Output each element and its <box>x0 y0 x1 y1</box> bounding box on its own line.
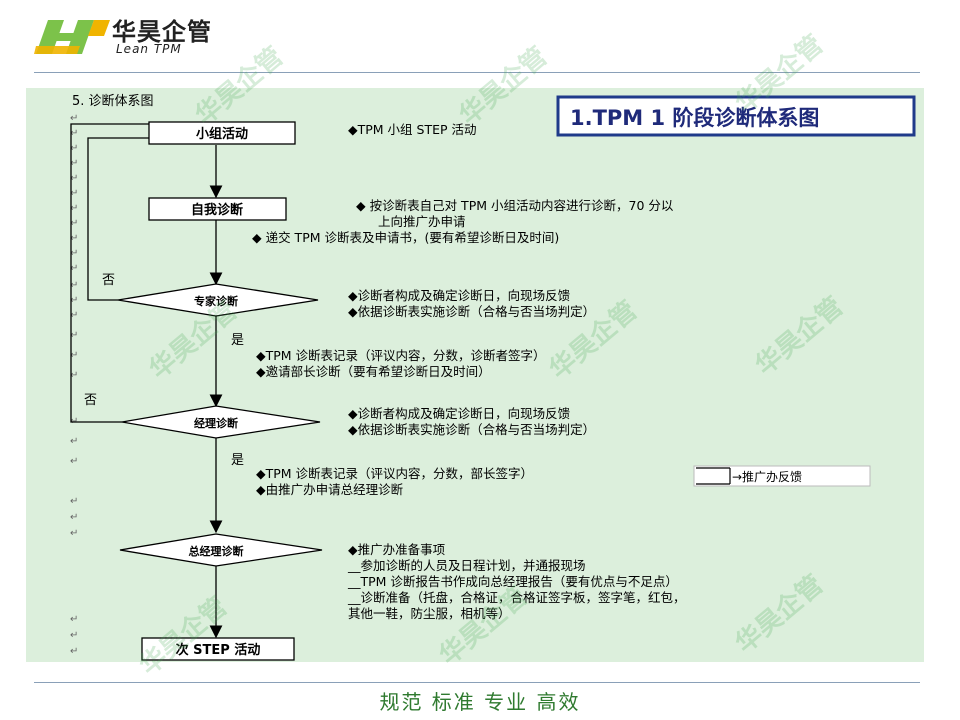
note-8e: 其他一鞋，防尘服，相机等） <box>348 606 511 621</box>
svg-text:↵: ↵ <box>70 512 78 523</box>
svg-text:↵: ↵ <box>70 280 78 291</box>
node-next-step: 次 STEP 活动 <box>141 637 295 661</box>
svg-text:↵: ↵ <box>70 646 78 657</box>
note-5a: ◆TPM 诊断表记录（评议内容，分数，诊断者签字） <box>256 348 546 363</box>
node-manager-diagnosis: 经理诊断 <box>121 405 321 439</box>
svg-text:次 STEP 活动: 次 STEP 活动 <box>176 642 261 658</box>
svg-text:↵: ↵ <box>70 158 78 169</box>
svg-text:↵: ↵ <box>70 456 78 467</box>
header-divider <box>34 72 920 73</box>
logo-chinese-text: 华昊企管 <box>112 18 212 46</box>
diagram-panel <box>26 88 924 662</box>
note-7b: ◆由推广办申请总经理诊断 <box>256 482 403 497</box>
note-8b: __参加诊断的人员及日程计划，并通报现场 <box>347 558 586 573</box>
svg-text:↵: ↵ <box>70 218 78 229</box>
svg-text:↵: ↵ <box>70 614 78 625</box>
note-4a: ◆诊断者构成及确定诊断日，向现场反馈 <box>348 288 570 303</box>
svg-text:↵: ↵ <box>70 263 78 274</box>
node-self-diagnosis: 自我诊断 <box>148 197 287 221</box>
title-box <box>556 95 916 137</box>
svg-text:↵: ↵ <box>70 496 78 507</box>
svg-text:↵: ↵ <box>70 370 78 381</box>
loop-lines <box>70 123 149 423</box>
svg-text:自我诊断: 自我诊断 <box>191 202 243 218</box>
footer-slogan: 规范 标准 专业 高效 <box>379 690 581 714</box>
svg-text:↵: ↵ <box>70 436 78 447</box>
label-yes-1: 是 <box>231 333 244 348</box>
svg-text:↵: ↵ <box>70 203 78 214</box>
section-heading: 5. 诊断体系图 <box>72 94 154 109</box>
svg-text:↵: ↵ <box>70 630 78 641</box>
footer-divider <box>34 682 920 683</box>
note-4b: ◆依据诊断表实施诊断（合格与否当场判定） <box>348 304 595 319</box>
svg-text:经理诊断: 经理诊断 <box>194 416 238 430</box>
note-8d: __诊断准备（托盘，合格证，合格证签字板，签字笔，红包， <box>347 590 686 605</box>
feedback-label: →推广办反馈 <box>732 469 802 484</box>
feedback-box: →推广办反馈 <box>693 465 871 487</box>
note-2b: 上向推广办申请 <box>378 214 466 229</box>
node-expert-diagnosis: 专家诊断 <box>117 283 319 317</box>
note-8c: __TPM 诊断报告书作成向总经理报告（要有优点与不足点） <box>347 574 678 589</box>
note-6a: ◆诊断者构成及确定诊断日，向现场反馈 <box>348 406 570 421</box>
note-8a: ◆推广办准备事项 <box>348 542 445 557</box>
label-no-2: 否 <box>84 393 97 408</box>
diagram-title: 1.TPM 1 阶段诊断体系图 <box>570 106 819 130</box>
svg-text:↵: ↵ <box>70 233 78 244</box>
svg-text:小组活动: 小组活动 <box>196 126 248 142</box>
svg-text:↵: ↵ <box>70 188 78 199</box>
node-group-activity: 小组活动 <box>148 121 296 145</box>
svg-text:↵: ↵ <box>70 295 78 306</box>
label-yes-2: 是 <box>231 453 244 468</box>
svg-text:↵: ↵ <box>70 128 78 139</box>
node-gm-diagnosis: 总经理诊断 <box>119 533 323 567</box>
note-7a: ◆TPM 诊断表记录（评议内容，分数，部长签字） <box>256 466 533 481</box>
note-5b: ◆邀请部长诊断（要有希望诊断日及时间） <box>256 364 491 379</box>
note-2a: ◆ 按诊断表自己对 TPM 小组活动内容进行诊断，70 分以 <box>356 198 674 213</box>
note-1: ◆TPM 小组 STEP 活动 <box>348 122 477 137</box>
note-6b: ◆依据诊断表实施诊断（合格与否当场判定） <box>348 422 595 437</box>
svg-text:↵: ↵ <box>70 248 78 259</box>
svg-text:总经理诊断: 总经理诊断 <box>189 544 244 558</box>
note-3: ◆ 递交 TPM 诊断表及申请书，(要有希望诊断日及时间) <box>252 230 559 245</box>
flowchart: 5. 诊断体系图 ↵ ↵ ↵ ↵ ↵ ↵ ↵ ↵ ↵ ↵ ↵ ↵ ↵ ↵ ↵ ↵… <box>70 94 916 661</box>
svg-text:↵: ↵ <box>70 330 78 341</box>
logo-english-text: Lean TPM <box>116 42 182 56</box>
svg-text:↵: ↵ <box>70 143 78 154</box>
label-no-1: 否 <box>102 273 115 288</box>
svg-text:↵: ↵ <box>70 113 78 124</box>
notes: ◆TPM 小组 STEP 活动 ◆ 按诊断表自己对 TPM 小组活动内容进行诊断… <box>252 122 686 621</box>
logo-icon <box>34 20 110 54</box>
svg-text:↵: ↵ <box>70 350 78 361</box>
svg-text:专家诊断: 专家诊断 <box>194 294 238 308</box>
svg-text:↵: ↵ <box>70 310 78 321</box>
svg-text:↵: ↵ <box>70 528 78 539</box>
svg-text:↵: ↵ <box>70 173 78 184</box>
